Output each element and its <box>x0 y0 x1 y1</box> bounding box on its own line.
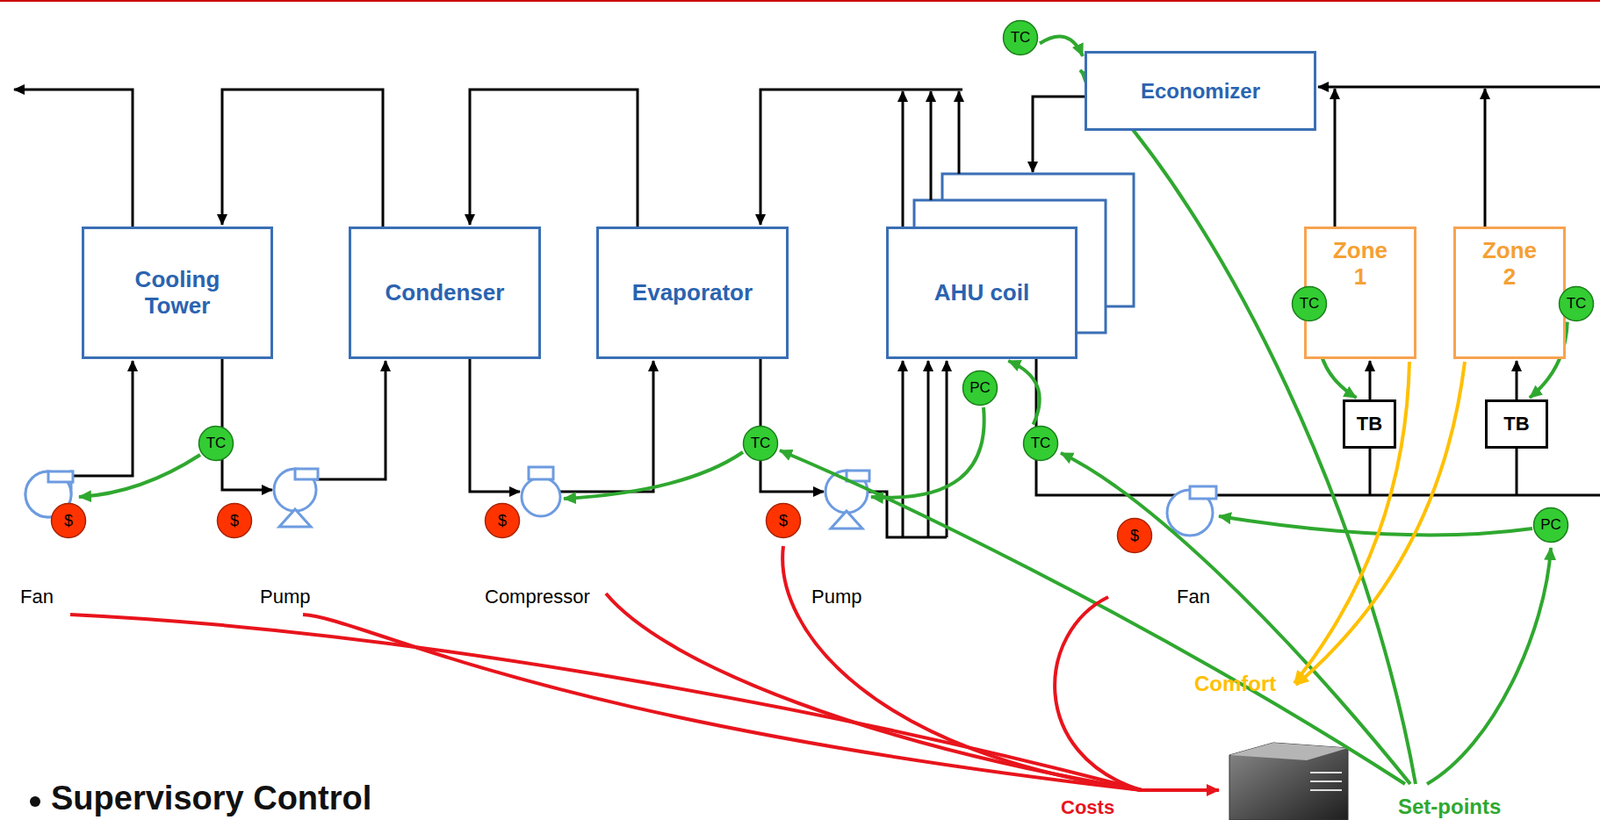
node-text: $ <box>497 511 507 531</box>
node-text: TB <box>1356 412 1383 435</box>
node-text: TC <box>1299 295 1320 313</box>
zone-box: Zone 2 <box>1453 226 1566 360</box>
fan-label: Fan <box>1176 586 1211 608</box>
cost-circle: $ <box>216 502 253 540</box>
cost-circle: $ <box>1116 517 1154 555</box>
pump-label: Pump <box>259 586 310 608</box>
controller-circle: PC <box>1532 506 1570 544</box>
setpoints-label: Set-points <box>1398 795 1501 819</box>
node-text: TB <box>1503 412 1529 435</box>
node-text: Zone 2 <box>1478 237 1541 291</box>
node-text: AHU coil <box>934 280 1030 307</box>
node-text: Economizer <box>1140 79 1261 104</box>
slide-title: Supervisory Control <box>50 780 372 818</box>
node-text: TC <box>1010 28 1031 47</box>
node-text: TC <box>206 434 227 453</box>
cost-circle: $ <box>50 502 87 540</box>
controller-circle: TC <box>1001 19 1039 57</box>
comfort-label: Comfort <box>1194 672 1276 696</box>
terminal-box: TB <box>1484 399 1549 449</box>
node-text: $ <box>1130 526 1139 546</box>
equipment-box: Condenser <box>348 226 541 360</box>
pump-label: Pump <box>811 586 862 608</box>
equipment-box: Cooling Tower <box>81 226 274 360</box>
node-text: Condenser <box>385 280 505 307</box>
node-text: PC <box>1540 516 1562 534</box>
equipment-box: Economizer <box>1084 50 1317 131</box>
compressor-label: Compressor <box>484 586 591 608</box>
cost-circle: $ <box>483 502 521 540</box>
equipment-box: AHU coil <box>886 226 1078 360</box>
costs-label: Costs <box>1060 797 1115 819</box>
controller-circle: TC <box>197 425 235 462</box>
controller-circle: TC <box>1290 285 1328 323</box>
node-text: Evaporator <box>632 280 753 307</box>
controller-circle: TC <box>742 425 779 462</box>
equipment-box: Evaporator <box>596 226 789 360</box>
node-text: $ <box>64 511 73 531</box>
node-text: $ <box>230 511 239 531</box>
node-text: TC <box>1566 295 1587 313</box>
node-text: TC <box>1030 434 1052 453</box>
node-text: $ <box>778 511 788 531</box>
node-text: PC <box>969 379 991 397</box>
controller-circle: TC <box>1022 425 1060 462</box>
controller-circle: PC <box>961 369 999 407</box>
terminal-box: TB <box>1342 399 1397 449</box>
node-text: TC <box>750 434 772 453</box>
bullet-dot <box>29 796 41 808</box>
node-text: Cooling Tower <box>111 266 244 320</box>
fan-label: Fan <box>20 586 54 608</box>
cost-circle: $ <box>764 502 802 540</box>
control-arrow <box>1039 36 1083 57</box>
control-arrow <box>1008 360 1040 426</box>
controller-circle: TC <box>1557 285 1595 323</box>
node-text: Zone 1 <box>1329 237 1391 291</box>
